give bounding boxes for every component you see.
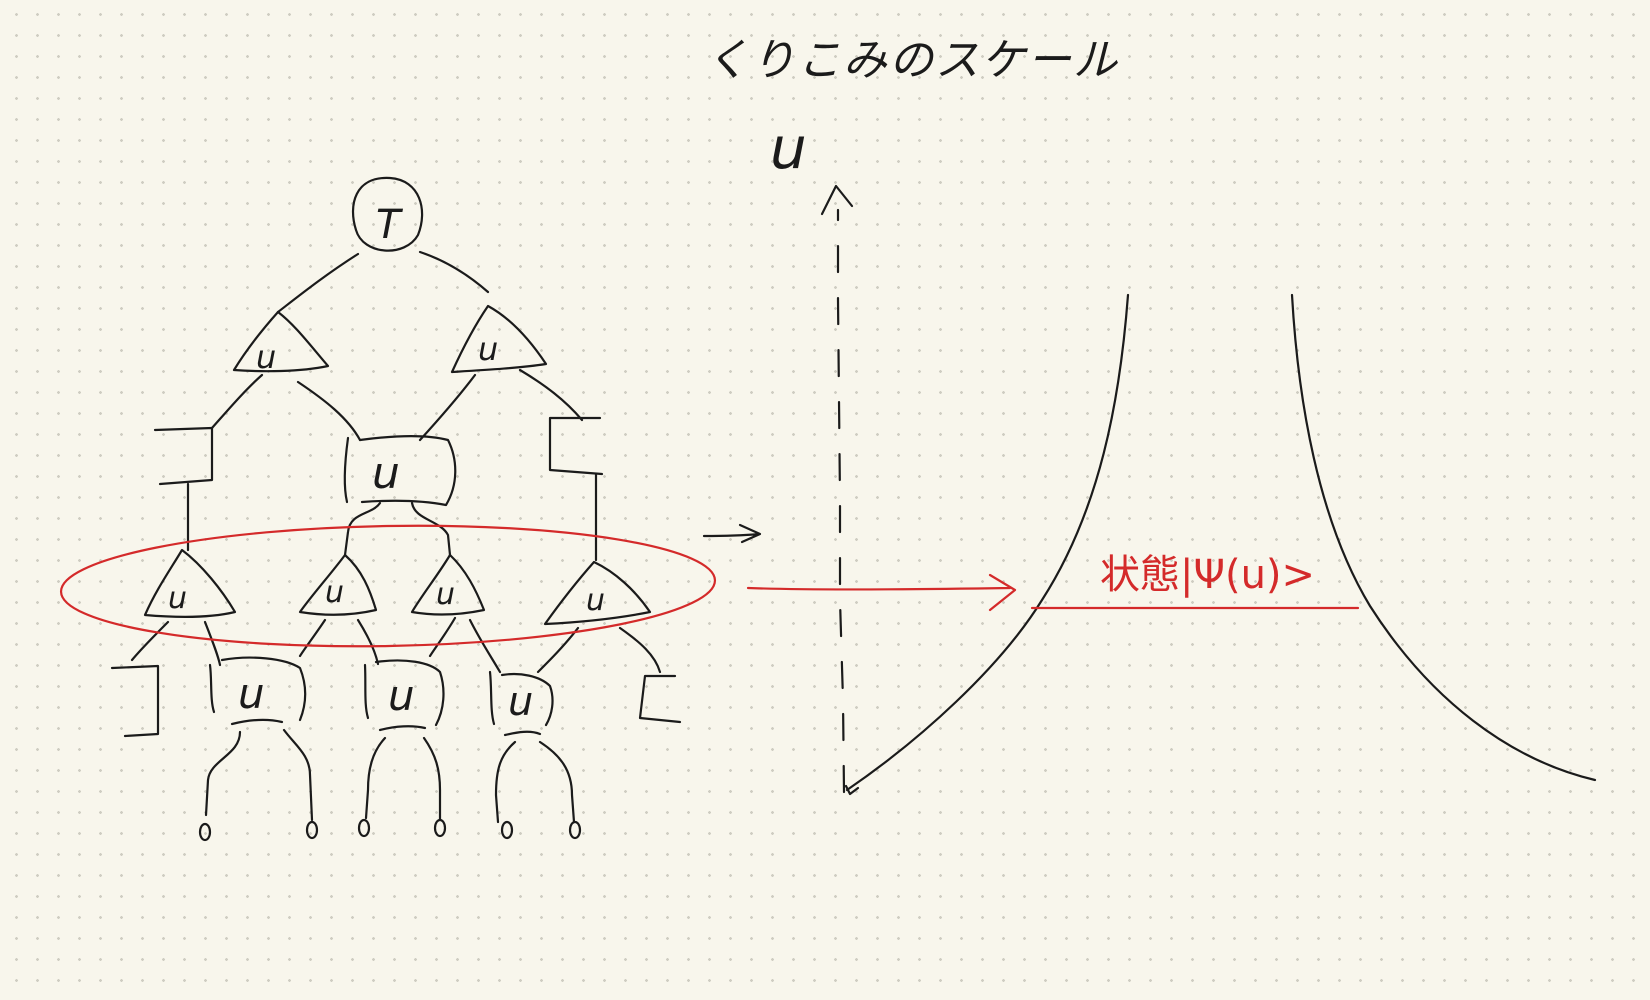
isometry-label: u — [586, 583, 605, 618]
disentangler-tensor: u — [488, 670, 554, 737]
isometry-tensor: u — [298, 553, 378, 616]
isometry-tensor: u — [143, 548, 237, 619]
root-leg-right — [418, 250, 490, 294]
physical-site — [305, 820, 319, 840]
page-title: くりこみのスケール — [705, 35, 1119, 86]
axis-label: u — [770, 114, 807, 182]
state-label: 状態|Ψ(u)> — [1100, 552, 1315, 598]
open-bracket-tensor — [548, 416, 604, 476]
physical-site — [433, 818, 447, 838]
physical-site — [568, 820, 582, 840]
physical-site — [500, 820, 514, 840]
disentangler-tensor: u — [343, 435, 457, 507]
isometry-label: u — [168, 581, 187, 616]
open-bracket-tensor — [638, 674, 682, 724]
isometry-tensor: u — [543, 560, 652, 626]
open-bracket-tensor — [153, 426, 214, 486]
scale-axis: u — [770, 114, 860, 796]
scale-arrow — [702, 523, 762, 544]
isometry-label: u — [478, 330, 498, 368]
mera-network: T u u u — [110, 176, 682, 842]
isometry-tensor: u — [410, 553, 486, 616]
physical-site — [357, 818, 371, 838]
physical-site — [198, 822, 212, 842]
open-bracket-tensor — [110, 664, 160, 738]
root-tensor-label: T — [376, 202, 404, 248]
isometry-label: u — [325, 575, 344, 610]
disentangler-label: u — [372, 448, 400, 499]
root-tensor: T — [352, 176, 424, 252]
disentangler-tensor: u — [363, 659, 445, 732]
isometry-tensor: u — [450, 304, 548, 374]
disentangler-label: u — [238, 669, 265, 718]
disentangler-label: u — [388, 671, 415, 720]
isometry-label: u — [436, 577, 455, 612]
isometry-label: u — [256, 338, 276, 376]
bulk-boundary-curve-left — [845, 293, 1130, 792]
bulk-boundary-curve-right — [1290, 293, 1597, 782]
root-leg-left — [276, 252, 360, 314]
disentangler-label: u — [508, 679, 533, 725]
disentangler-tensor: u — [208, 656, 307, 726]
layer-highlight-ellipse — [59, 524, 717, 648]
mapping-arrow — [746, 573, 1017, 612]
isometry-tensor: u — [232, 310, 330, 376]
